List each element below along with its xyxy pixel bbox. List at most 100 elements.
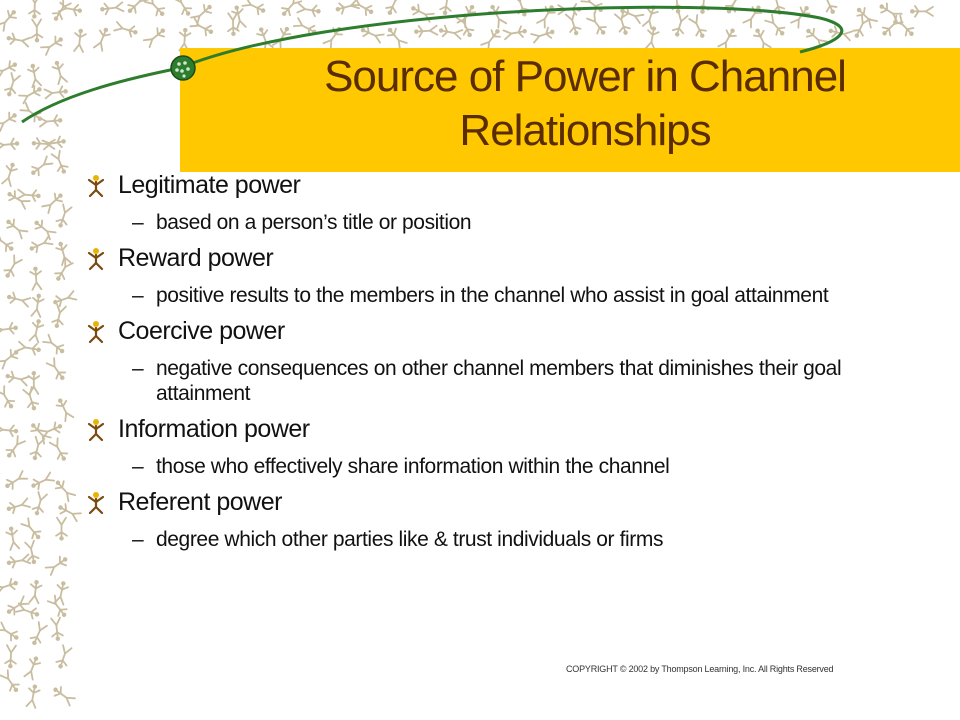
- stick-figure-icon: [50, 289, 78, 309]
- stick-figure-icon: [818, 0, 840, 17]
- stick-figure-icon: [852, 3, 879, 30]
- stick-figure-icon: [0, 108, 21, 133]
- stick-figure-icon: [98, 0, 125, 16]
- stick-figure-icon: [557, 2, 583, 16]
- stick-figure-icon: [226, 11, 240, 38]
- stick-figure-icon: [24, 682, 42, 709]
- bullet-heading: Information power: [118, 415, 310, 443]
- bullet-legitimate-power: Legitimate power: [84, 170, 944, 200]
- stick-figure-icon: [53, 239, 73, 267]
- stick-figure-icon: [0, 6, 21, 33]
- stick-figure-icon: [687, 13, 710, 41]
- stick-figure-icon: [55, 516, 68, 542]
- stick-figure-icon: [412, 23, 439, 39]
- sub-bullet-text: positive results to the members in the c…: [156, 284, 829, 307]
- bullet-heading: Coercive power: [118, 317, 285, 345]
- stick-figure-icon: [564, 10, 583, 38]
- stick-figure-icon: [741, 1, 766, 29]
- stick-figure-icon: [2, 215, 29, 241]
- stick-figure-icon: [4, 31, 32, 49]
- stick-figure-icon: [455, 1, 479, 29]
- stick-figure-icon: [669, 0, 685, 16]
- stick-figure-icon: [50, 58, 69, 86]
- stick-figure-icon: [878, 14, 905, 40]
- stick-figure-icon: [644, 24, 661, 51]
- bullet-coercive-power: Coercive power: [84, 316, 944, 346]
- stick-figure-icon: [16, 187, 43, 203]
- stick-figure-icon: [55, 500, 83, 523]
- stick-figure-icon: [1, 469, 29, 493]
- stick-figure-icon: [87, 248, 105, 271]
- stick-figure-icon: [27, 620, 49, 648]
- stick-figure-icon: [0, 57, 21, 80]
- stick-figure-icon: [113, 20, 140, 39]
- stick-figure-icon: [27, 578, 44, 605]
- stick-figure-icon: [27, 154, 54, 180]
- stick-figure-icon: [502, 24, 529, 42]
- sub-bullet: –negative consequences on other channel …: [132, 357, 842, 405]
- title-line-1: Source of Power in Channel: [324, 52, 847, 101]
- stick-figure-icon: [3, 369, 31, 388]
- stick-figure-icon: [909, 5, 934, 18]
- title-line-2: Relationships: [459, 106, 711, 155]
- stick-figure-icon: [296, 1, 323, 18]
- sub-bullet-text: based on a person’s title or position: [156, 211, 472, 234]
- stick-figure-icon: [40, 189, 67, 215]
- stick-figure-icon: [670, 12, 690, 39]
- sub-bullet-text: negative consequences on other channel m…: [156, 357, 842, 405]
- stick-figure-icon: [29, 265, 44, 291]
- stick-figure-icon: [4, 524, 21, 552]
- stick-figure-icon: [802, 24, 829, 50]
- stick-figure-icon: [92, 24, 113, 53]
- stick-figure-icon: [4, 496, 32, 516]
- stick-figure-icon: [19, 101, 46, 126]
- sub-bullet: –degree which other parties like & trust…: [132, 528, 664, 551]
- stick-figure-icon: [383, 0, 405, 18]
- stick-figure-icon: [26, 61, 43, 89]
- stick-figure-icon: [826, 24, 854, 43]
- stick-figure-icon: [87, 492, 105, 515]
- stick-figure-icon: [789, 2, 814, 30]
- stick-figure-icon: [0, 620, 22, 645]
- stick-figure-icon: [45, 356, 69, 384]
- stick-figure-icon: [768, 0, 787, 18]
- stick-figure-icon: [48, 436, 71, 465]
- sub-bullet: –positive results to the members in the …: [132, 284, 829, 307]
- bullet-reward-power: Reward power: [84, 243, 944, 273]
- stick-figure-icon: [53, 644, 74, 672]
- stick-figure-icon: [87, 175, 105, 198]
- stick-figure-icon: [0, 384, 18, 412]
- sub-bullet: –those who effectively share information…: [132, 455, 670, 478]
- stick-figure-icon: [613, 10, 633, 38]
- stick-figure-icon: [0, 668, 23, 696]
- stick-figure-icon: [722, 0, 746, 17]
- stick-figure-icon: [0, 230, 18, 256]
- stick-figure-icon: [2, 71, 22, 99]
- stick-figure-icon: [292, 16, 320, 39]
- stick-figure-icon: [0, 576, 21, 596]
- stick-figure-icon: [143, 0, 169, 20]
- stick-figure-icon: [357, 23, 386, 45]
- stick-figure-icon: [579, 0, 607, 17]
- stick-figure-icon: [51, 476, 77, 503]
- stick-figure-icon: [535, 1, 559, 29]
- stick-figure-icon: [29, 292, 46, 319]
- stick-figure-icon: [0, 321, 20, 337]
- bullet-heading: Referent power: [118, 488, 282, 516]
- stick-figure-icon: [876, 0, 904, 24]
- stick-figure-icon: [22, 653, 43, 681]
- stick-figure-icon: [0, 253, 24, 282]
- stick-figure-icon: [485, 1, 508, 29]
- bullet-list: Legitimate power –based on a person’s ti…: [84, 166, 944, 560]
- bullet-referent-power: Referent power: [84, 487, 944, 517]
- slide-title: Source of Power in Channel Relationships: [270, 50, 900, 158]
- stick-figure-icon: [383, 23, 409, 51]
- stick-figure-icon: [438, 0, 455, 17]
- stick-figure-icon: [321, 23, 346, 50]
- stick-figure-icon: [695, 0, 712, 16]
- stick-figure-icon: [38, 113, 64, 129]
- stick-figure-icon: [30, 490, 49, 518]
- stick-figure-icon: [87, 321, 105, 344]
- stick-figure-icon: [2, 434, 27, 462]
- copyright-notice: COPYRIGHT © 2002 by Thompson Learning, I…: [566, 664, 834, 674]
